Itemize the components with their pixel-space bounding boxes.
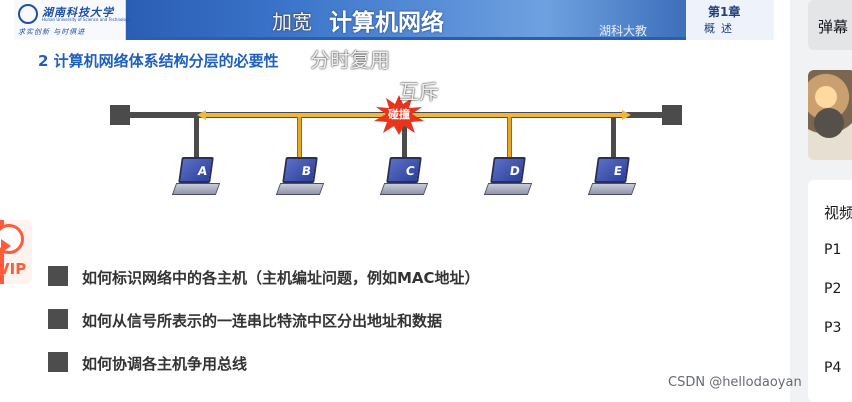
host-d-laptop-icon: D: [483, 157, 533, 199]
slide-header: [14, 0, 774, 40]
square-bullet-icon: [48, 352, 68, 372]
right-sidebar: 弹幕 视频 P1 P2 P3 P4: [790, 0, 852, 402]
host-a-laptop-icon: A: [171, 157, 221, 199]
host-b-label: B: [300, 164, 312, 178]
host-drop-e: [611, 117, 616, 161]
list-item: 如何协调各主机争用总线: [48, 352, 748, 395]
chapter-box: 第1章 概述: [686, 0, 774, 40]
play-circle-icon: [0, 224, 24, 254]
list-item: 如何从信号所表示的一连串比特流中区分出地址和数据: [48, 309, 748, 352]
playlist-title: 视频: [824, 204, 852, 222]
bus-terminator-left: [110, 105, 130, 125]
bullet-text: 如何标识网络中的各主机（主机编址问题，例如MAC地址）: [82, 269, 480, 287]
host-a-label: A: [196, 164, 209, 178]
ad-thumbnail[interactable]: [808, 70, 852, 160]
course-title: 计算机网络: [329, 10, 444, 36]
square-bullet-icon: [48, 266, 68, 286]
host-d-label: D: [508, 164, 521, 178]
danmaku-comment: 加宽: [272, 10, 312, 34]
bullet-text: 如何协调各主机争用总线: [82, 355, 248, 373]
collision-burst-icon: [374, 95, 424, 135]
playlist-card: 视频 P1 P2 P3 P4: [808, 180, 852, 402]
university-name: 湖南科技大学: [42, 6, 114, 19]
lecture-slide: 湖南科技大学 Hunan University of Science and T…: [14, 0, 774, 402]
chapter-subtitle: 概述: [704, 22, 738, 35]
bullet-list: 如何标识网络中的各主机（主机编址问题，例如MAC地址） 如何从信号所表示的一连串…: [48, 266, 748, 395]
host-drop-d: [507, 117, 512, 161]
csdn-watermark: CSDN @hellodaoyan: [668, 375, 802, 390]
signal-line: [204, 113, 624, 117]
playlist-item-p1[interactable]: P1: [824, 242, 842, 258]
playlist-item-p3[interactable]: P3: [824, 320, 842, 336]
host-e-label: E: [612, 164, 624, 178]
host-drop-c: [402, 117, 407, 161]
bus-topology-diagram: 碰撞 A B C D E: [14, 95, 774, 215]
university-seal-icon: [18, 4, 38, 24]
danmaku-list-label: 弹幕: [818, 18, 849, 36]
host-c-laptop-icon: C: [379, 157, 429, 199]
bus-terminator-right: [662, 105, 682, 125]
signal-arrow-left-icon: [197, 110, 206, 120]
danmaku-comment: 互斥: [399, 80, 439, 104]
chapter-title: 第1章: [708, 5, 741, 19]
signal-arrow-right-icon: [622, 110, 631, 120]
host-b-laptop-icon: B: [275, 157, 325, 199]
vip-badge[interactable]: VIP: [0, 220, 32, 284]
host-drop-b: [297, 117, 302, 161]
host-drop-a: [194, 117, 199, 161]
square-bullet-icon: [48, 309, 68, 329]
playlist-item-p2[interactable]: P2: [824, 281, 842, 297]
section-heading: 2 计算机网络体系结构分层的必要性: [38, 52, 279, 70]
collision-label: 碰撞: [388, 108, 410, 121]
list-item: 如何标识网络中的各主机（主机编址问题，例如MAC地址）: [48, 266, 748, 309]
bullet-text: 如何从信号所表示的一连串比特流中区分出地址和数据: [82, 312, 443, 330]
vip-label: VIP: [0, 260, 27, 278]
playlist-item-p4[interactable]: P4: [824, 360, 842, 376]
university-motto: 求实创新 与时俱进: [18, 28, 86, 36]
danmaku-comment: 分时复用: [310, 48, 390, 72]
university-watermark: 湖科大教: [599, 24, 648, 38]
video-player[interactable]: 湖南科技大学 Hunan University of Science and T…: [0, 0, 790, 402]
host-e-laptop-icon: E: [587, 157, 637, 199]
danmaku-list-card[interactable]: 弹幕: [808, 0, 852, 50]
host-c-label: C: [404, 164, 416, 178]
university-english-name: Hunan University of Science and Technolo…: [42, 17, 131, 22]
university-logo: 湖南科技大学 Hunan University of Science and T…: [14, 0, 131, 40]
